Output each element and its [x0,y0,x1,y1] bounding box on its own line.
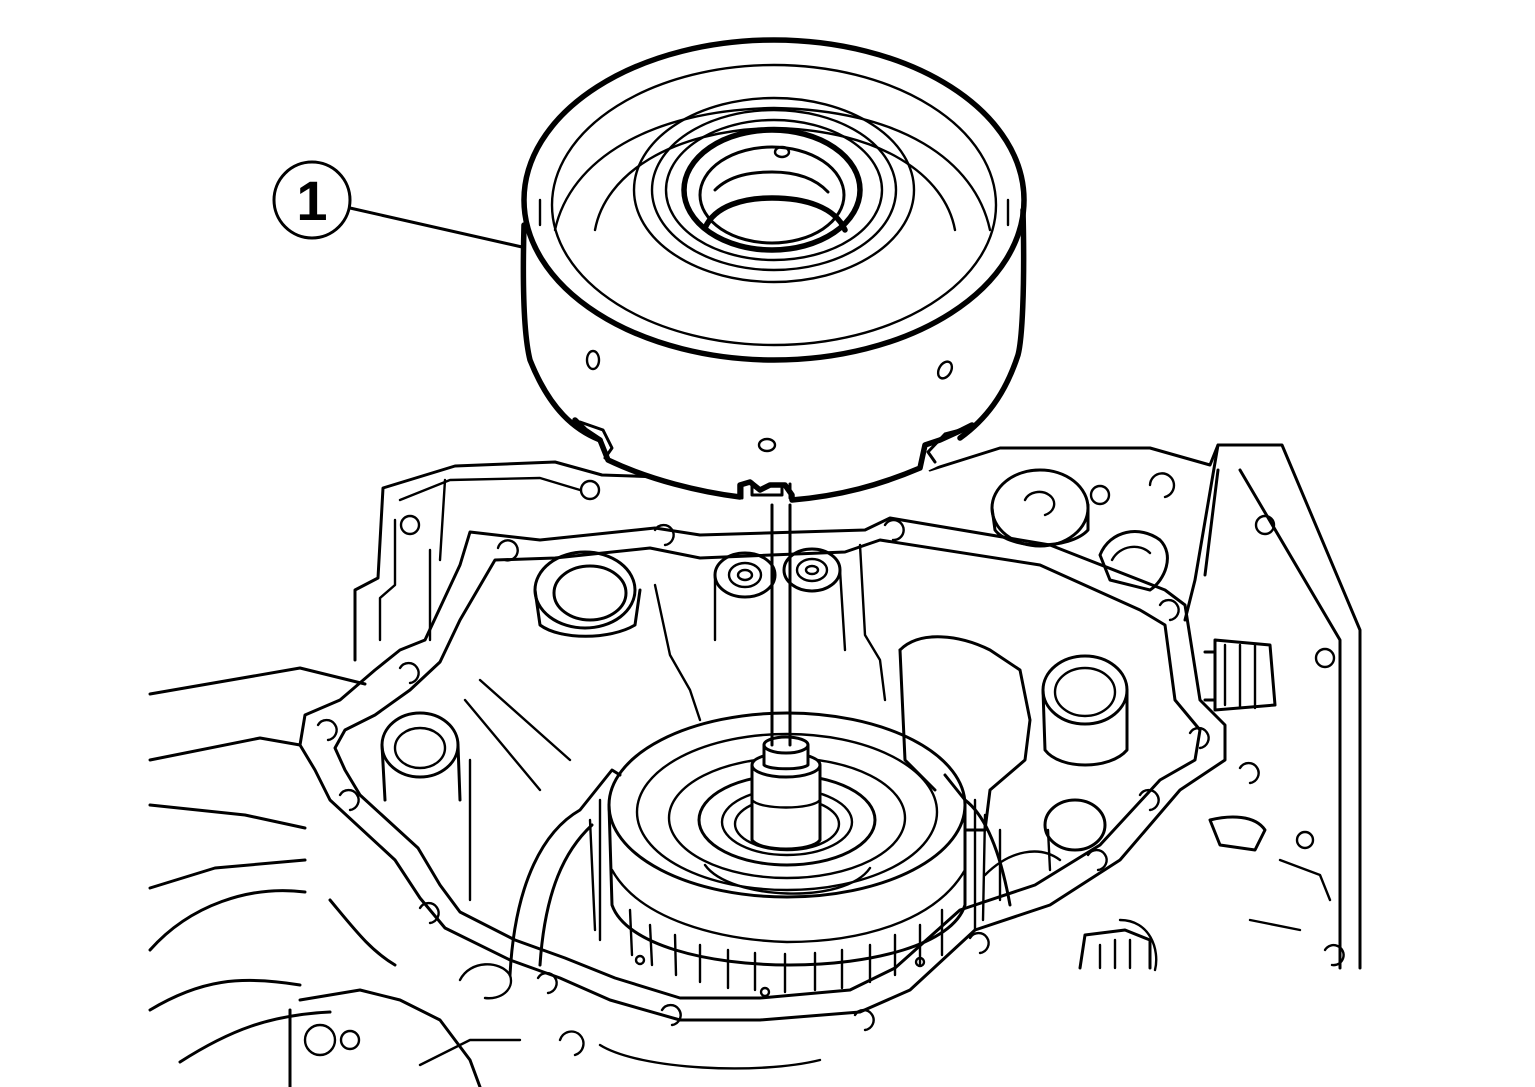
component-1-drum [520,37,1027,503]
callout-circle [272,160,352,240]
clutch-drum-in-case [508,711,1012,998]
installation-guide-line [770,503,792,747]
drum-spline-teeth [588,798,987,998]
callout-label: 1 [296,169,327,232]
transaxle-case [148,443,1362,1087]
callout-1: 1 [272,160,524,249]
callout-leader-line [348,206,524,249]
flange-bolt-holes [316,518,1260,1032]
case-bosses [380,468,1345,972]
